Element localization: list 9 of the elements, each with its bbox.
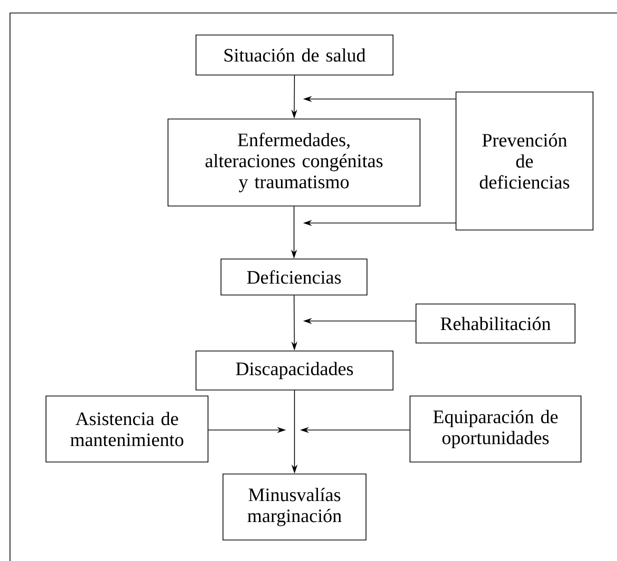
process-box: Rehabilitación — [416, 304, 576, 344]
process-box: Situación de salud — [196, 34, 394, 76]
process-box: Minusvalías marginación — [222, 474, 366, 540]
process-box: Enfermedades, alteraciones congénitas y traumatismo — [168, 118, 420, 206]
process-box: Equiparación de oportunidades — [410, 396, 582, 462]
process-box: Asistencia de mantenimiento — [46, 396, 208, 462]
process-box: Discapacidades — [196, 350, 394, 390]
process-box: Prevención de deficiencias — [456, 92, 594, 230]
process-box: Deficiencias — [220, 258, 368, 296]
